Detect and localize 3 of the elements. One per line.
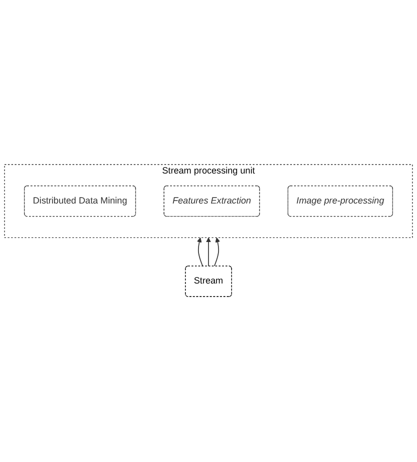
arrow (214, 238, 220, 267)
arrow (206, 238, 211, 267)
arrow (196, 238, 204, 267)
